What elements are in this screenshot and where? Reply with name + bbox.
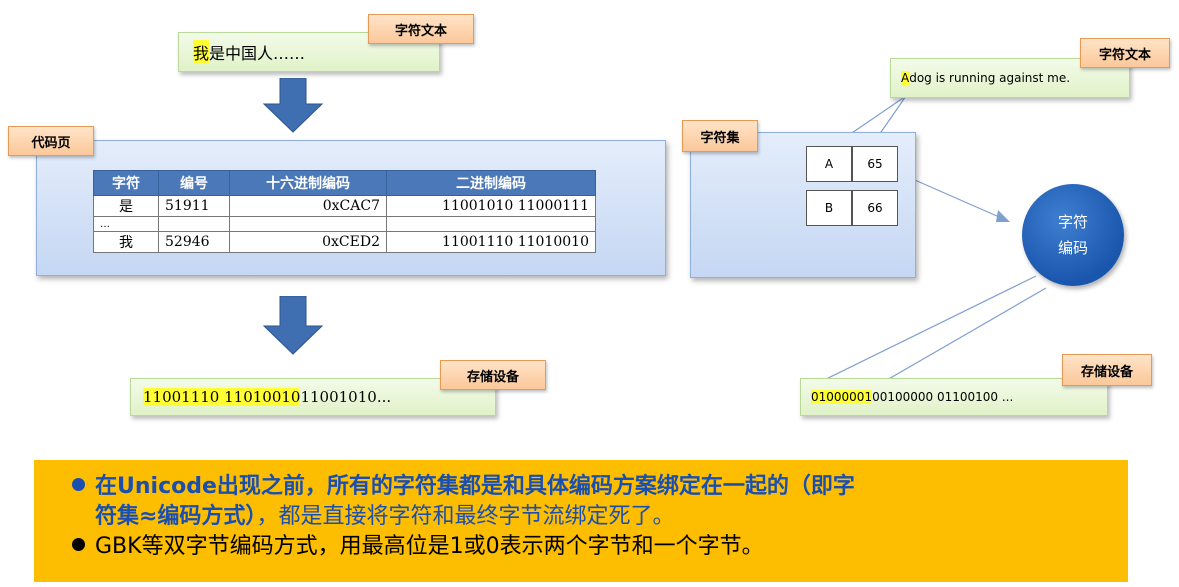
- table-cell: 52946: [158, 231, 230, 253]
- note-1-suffix: 出现之前，所有的字符集都是和具体编码方案绑定在一起的（即字: [216, 474, 855, 499]
- char-text-rest-right: dog is running against me.: [909, 71, 1071, 85]
- table-cell: [229, 216, 387, 232]
- storage-rest-left: 11001010...: [300, 388, 392, 406]
- column-header-hex: 十六进制编码: [229, 170, 387, 196]
- encoding-label-line1: 字符: [1057, 213, 1088, 231]
- table-cell: 11001110 11010010: [386, 231, 596, 253]
- storage-rest-right: 00100000 01100100 ...: [872, 390, 1014, 404]
- column-header-number: 编号: [158, 170, 230, 196]
- charset-tag: 字符集: [682, 120, 758, 152]
- charset-char: A: [806, 146, 852, 182]
- table-row: …: [93, 216, 596, 232]
- charset-table: A 65 B 66: [806, 146, 898, 226]
- encoding-circle: 字符 编码: [1022, 184, 1124, 286]
- table-header-row: 字符 编号 十六进制编码 二进制编码: [93, 170, 596, 196]
- table-cell: 我: [93, 231, 159, 253]
- char-text-highlight-right: A: [901, 71, 910, 85]
- table-row: 我 52946 0xCED2 11001110 11010010: [93, 231, 596, 253]
- code-page-tag: 代码页: [8, 126, 94, 156]
- bullet-dot-icon: [72, 538, 85, 551]
- char-text-tag-right: 字符文本: [1080, 38, 1170, 68]
- down-arrow-icon: [262, 78, 324, 133]
- down-arrow-icon: [262, 296, 324, 355]
- note-3-text: GBK等双字节编码方式，用最高位是1或0表示两个字节和一个字节。: [95, 534, 764, 559]
- storage-tag-right: 存储设备: [1062, 354, 1152, 386]
- charset-code: 65: [852, 146, 898, 182]
- charset-char: B: [806, 190, 852, 226]
- char-text-tag-left: 字符文本: [368, 14, 474, 44]
- char-text-rest-left: 是中国人……: [209, 44, 306, 63]
- column-header-binary: 二进制编码: [386, 170, 596, 196]
- note-1-keyword: Unicode: [117, 474, 217, 499]
- table-row: 是 51911 0xCAC7 11001010 11000111: [93, 195, 596, 217]
- notes-band: 在Unicode出现之前，所有的字符集都是和具体编码方案绑定在一起的（即字 符集…: [34, 460, 1128, 582]
- note-line-3: GBK等双字节编码方式，用最高位是1或0表示两个字节和一个字节。: [72, 532, 1128, 562]
- table-cell: 51911: [158, 195, 230, 217]
- note-line-2: 符集≈编码方式），都是直接将字符和最终字节流绑定死了。: [72, 502, 1128, 532]
- note-line-1: 在Unicode出现之前，所有的字符集都是和具体编码方案绑定在一起的（即字: [72, 472, 1128, 502]
- storage-box-left: 11001110 11010010 11001010...: [130, 378, 496, 416]
- table-cell: 0xCED2: [229, 231, 387, 253]
- char-text-highlight-left: 我: [193, 40, 210, 64]
- bullet-dot-icon: [72, 478, 85, 491]
- column-header-char: 字符: [93, 170, 159, 196]
- charset-code: 66: [852, 190, 898, 226]
- table-cell: 0xCAC7: [229, 195, 387, 217]
- table-cell: 是: [93, 195, 159, 217]
- note-2-bold: 符集≈编码方式）: [95, 504, 257, 529]
- table-cell: 11001010 11000111: [386, 195, 596, 217]
- encoding-label-line2: 编码: [1057, 239, 1088, 257]
- note-1-prefix: 在: [95, 474, 118, 499]
- table-cell: …: [93, 216, 159, 232]
- storage-box-right: 01000001 00100000 01100100 ...: [800, 378, 1108, 416]
- charset-row: B 66: [806, 190, 898, 226]
- table-cell: [386, 216, 596, 232]
- note-2-rest: ，都是直接将字符和最终字节流绑定死了。: [256, 504, 675, 529]
- storage-tag-left: 存储设备: [440, 360, 546, 390]
- code-page-table: 字符 编号 十六进制编码 二进制编码 是 51911 0xCAC7 110010…: [93, 170, 596, 253]
- charset-row: A 65: [806, 146, 898, 182]
- storage-highlight-right: 01000001: [811, 390, 873, 404]
- storage-highlight-left: 11001110 11010010: [143, 388, 301, 406]
